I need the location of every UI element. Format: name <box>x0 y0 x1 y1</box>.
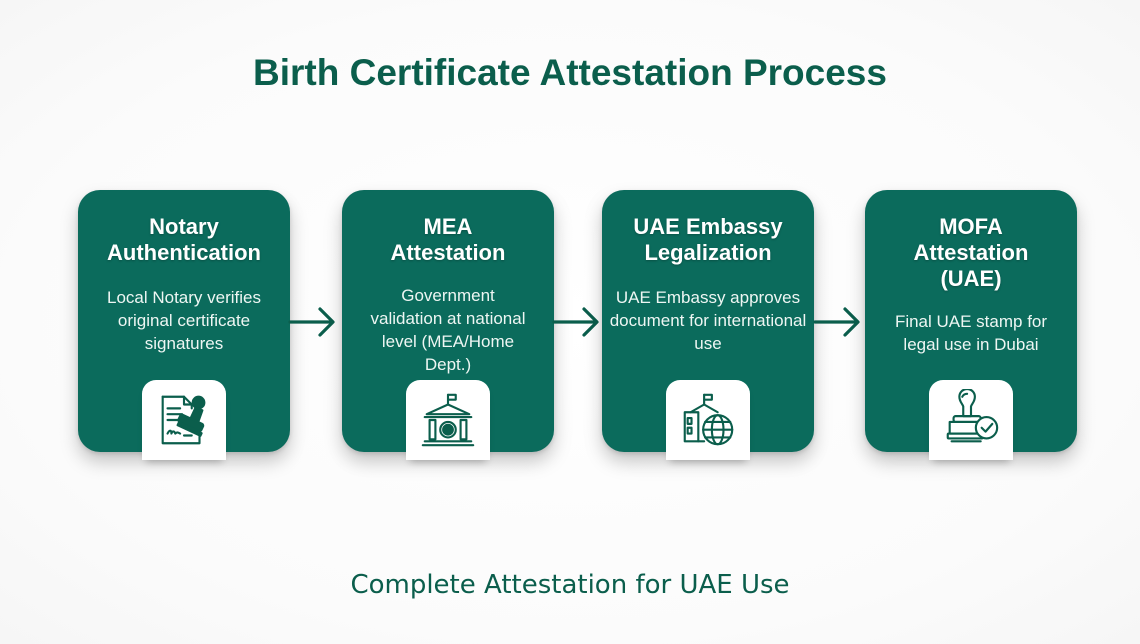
step-title-line: MOFA <box>939 214 1003 239</box>
step-title-line: MEA <box>423 214 473 239</box>
arrow-right-icon <box>552 307 599 337</box>
step-description: Final UAE stamp for legal use in Dubai <box>894 312 1048 354</box>
step-card-mea: MEA Attestation Government validation at… <box>342 190 554 460</box>
arrow-right-icon <box>288 307 335 337</box>
government-building-icon <box>421 393 475 447</box>
document-stamp-icon <box>161 395 206 445</box>
diagram-footer: Complete Attestation for UAE Use <box>350 570 790 600</box>
step-title-line: Notary <box>149 214 219 239</box>
step-title-line: UAE Embassy <box>633 214 783 239</box>
step-title-line: Attestation <box>390 240 506 265</box>
step-title-line: Legalization <box>644 240 772 265</box>
stamp-check-icon <box>946 389 999 443</box>
step-title: MEA Attestation <box>348 214 548 266</box>
step-title: Notary Authentication <box>84 214 284 266</box>
step-card-notary: Notary Authentication Local Notary verif… <box>78 190 290 460</box>
step-icon-tab <box>142 380 226 460</box>
step-title-line: Authentication <box>107 240 261 265</box>
step-description: UAE Embassy approves document for intern… <box>609 288 807 353</box>
step-icon-tab <box>406 380 490 460</box>
step-title: UAE Embassy Legalization <box>608 214 808 266</box>
step-card-mofa: MOFA Attestation (UAE) Final UAE stamp f… <box>865 190 1077 460</box>
step-icon-tab <box>666 380 750 460</box>
arrow-right-icon <box>813 307 860 337</box>
diagram-title: Birth Certificate Attestation Process <box>253 52 887 93</box>
step-title-line: (UAE) <box>940 266 1002 291</box>
embassy-globe-icon <box>683 393 734 446</box>
step-description: Government validation at national level … <box>370 286 526 374</box>
step-card-uae-embassy: UAE Embassy Legalization UAE Embassy app… <box>602 190 814 460</box>
step-title: MOFA Attestation (UAE) <box>871 214 1071 292</box>
step-icon-tab <box>929 380 1013 460</box>
step-title-line: Attestation <box>913 240 1029 265</box>
step-description: Local Notary verifies original certifica… <box>106 288 261 353</box>
